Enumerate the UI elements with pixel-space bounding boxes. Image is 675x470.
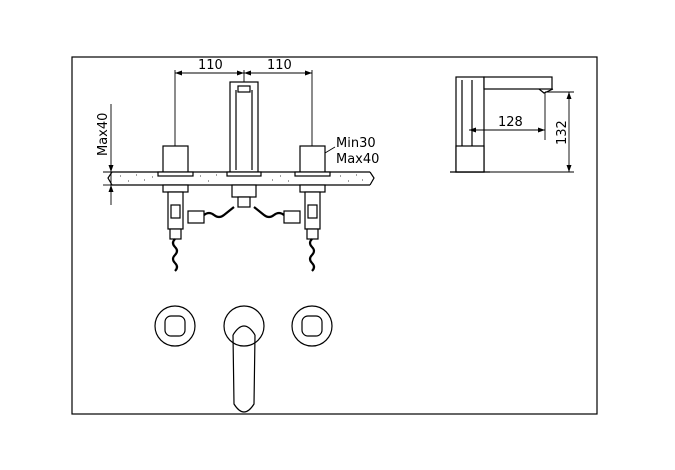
- left-spacing-label: 110: [198, 58, 223, 73]
- side-view: 128 132: [450, 76, 574, 173]
- side-dimensions: [469, 91, 574, 173]
- top-spout: [223, 305, 265, 413]
- top-right-handle: [291, 305, 333, 347]
- deck-range-leader: [324, 146, 336, 154]
- connecting-hoses: [187, 206, 301, 224]
- right-handle: [294, 145, 331, 272]
- side-height-label: 132: [555, 120, 570, 145]
- deck-max-label: Max40: [96, 113, 111, 156]
- deck-range-min-label: Min30: [336, 136, 376, 151]
- spacing-dimension: [174, 70, 313, 146]
- center-spout: [226, 81, 262, 208]
- drawing-frame: [71, 56, 598, 415]
- top-view: [154, 305, 333, 413]
- right-spacing-label: 110: [267, 58, 292, 73]
- left-handle: [157, 145, 194, 272]
- front-view: 110 110 Max40 Min30 Max40: [96, 58, 379, 272]
- deck-thickness-dimension: [103, 104, 160, 205]
- top-left-handle: [154, 305, 196, 347]
- side-reach-label: 128: [498, 115, 523, 130]
- side-spout: [450, 76, 554, 173]
- deck-range-max-label: Max40: [336, 152, 379, 167]
